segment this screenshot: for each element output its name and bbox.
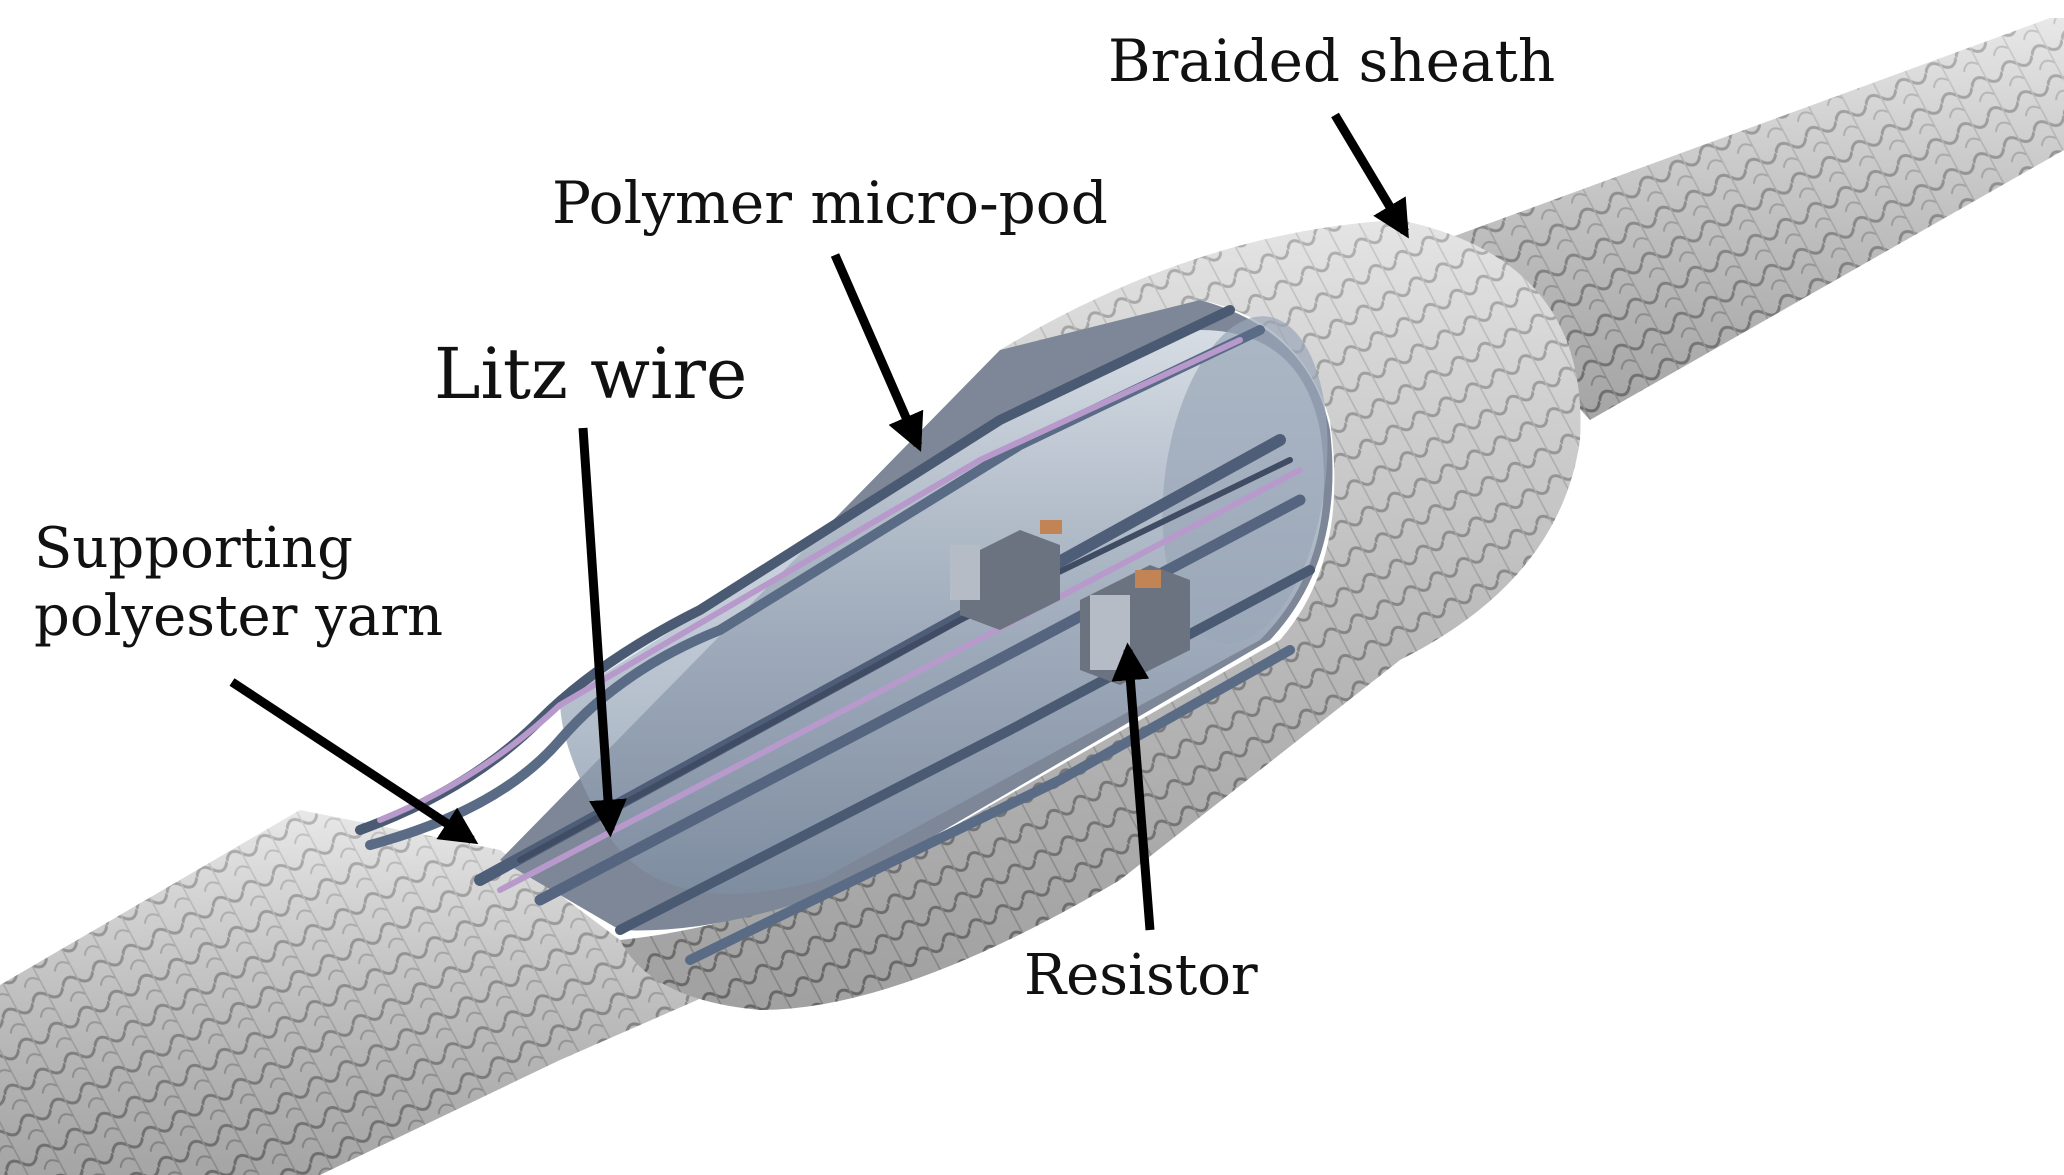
arrow-resistor <box>1111 642 1155 931</box>
polymer-micro-pod <box>500 300 1333 931</box>
arrow-braided-sheath <box>1331 112 1409 239</box>
polyester-yarns <box>377 337 1303 893</box>
label-resistor: Resistor <box>1024 943 1258 1008</box>
label-supporting-line1: Supporting <box>34 516 353 581</box>
label-supporting-polyester-yarn: Supporting polyester yarn <box>34 515 443 652</box>
arrow-supporting-yarn <box>229 678 479 845</box>
braided-sheath-bulge <box>620 220 1581 1010</box>
arrow-polymer-micro-pod <box>830 253 924 452</box>
arrow-litz-wire <box>578 427 627 838</box>
label-litz-wire: Litz wire <box>434 333 748 415</box>
callout-arrows <box>229 112 1409 931</box>
resistors <box>950 520 1190 685</box>
label-polymer-micro-pod: Polymer micro-pod <box>552 169 1108 237</box>
label-supporting-line2: polyester yarn <box>34 584 444 650</box>
label-braided-sheath: Braided sheath <box>1108 27 1556 95</box>
braided-sheath-right <box>1430 18 2064 420</box>
